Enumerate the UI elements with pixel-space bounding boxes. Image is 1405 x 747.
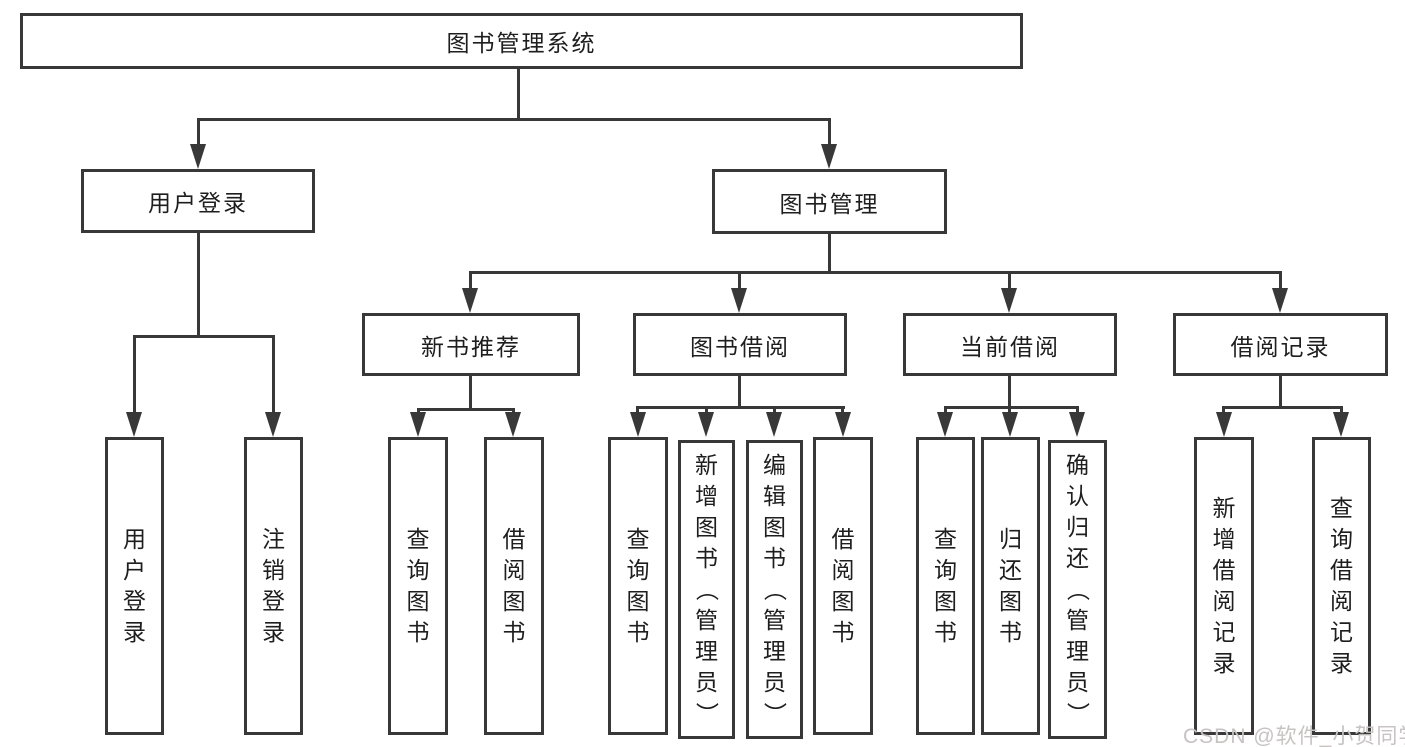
node-box-logout: 注销登录	[244, 437, 303, 735]
connector-line	[197, 118, 200, 146]
watermark: CSDN @软件_小贺同学	[1183, 725, 1405, 747]
node-label-borrow-books: 借阅图书	[831, 526, 855, 645]
arrow-down-icon	[1333, 412, 1349, 437]
connector-line	[133, 335, 275, 338]
node-box-new-book-recommend: 新书推荐	[362, 313, 580, 376]
node-label-book-borrow: 图书借阅	[690, 333, 790, 360]
node-label-confirm-return-admin: 确认归还（管理员）	[1065, 452, 1091, 726]
node-box-query-books-borrow: 查询图书	[608, 437, 668, 735]
connector-line	[841, 406, 844, 412]
node-label-borrow-books-recommend: 借阅图书	[502, 526, 526, 645]
connector-line	[272, 335, 275, 413]
arrow-down-icon	[698, 412, 714, 437]
node-label-query-books-current: 查询图书	[934, 526, 957, 645]
arrow-down-icon	[1001, 288, 1017, 313]
node-box-query-books-current: 查询图书	[916, 437, 975, 735]
arrow-down-icon	[1216, 412, 1232, 437]
arrow-down-icon	[265, 412, 281, 437]
node-label-query-books-recommend: 查询图书	[406, 526, 430, 645]
connector-line	[1008, 271, 1011, 289]
node-box-library-system: 图书管理系统	[20, 13, 1023, 69]
connector-line	[738, 376, 741, 406]
node-box-borrow-books-recommend: 借阅图书	[484, 437, 544, 735]
arrow-down-icon	[1002, 412, 1018, 437]
connector-line	[1222, 406, 1343, 409]
connector-line	[133, 335, 136, 413]
connector-line	[773, 406, 776, 412]
node-label-edit-book-admin: 编辑图书（管理员）	[762, 452, 788, 726]
node-box-confirm-return-admin: 确认归还（管理员）	[1048, 440, 1107, 739]
node-box-user-login: 用户登录	[81, 169, 315, 233]
arrow-down-icon	[731, 288, 747, 313]
connector-line	[944, 406, 947, 412]
node-box-book-borrow: 图书借阅	[633, 313, 847, 376]
node-label-book-management: 图书管理	[779, 190, 880, 217]
node-box-query-borrow-record: 查询借阅记录	[1312, 437, 1371, 735]
arrow-down-icon	[1272, 288, 1288, 313]
connector-line	[738, 271, 741, 289]
connector-line	[469, 271, 472, 289]
connector-line	[197, 118, 831, 121]
connector-line	[417, 408, 515, 411]
node-box-query-books-recommend: 查询图书	[388, 437, 448, 735]
arrow-down-icon	[410, 412, 426, 437]
node-box-return-books: 归还图书	[981, 437, 1040, 735]
connector-line	[705, 406, 708, 412]
arrow-down-icon	[937, 412, 953, 437]
node-label-add-book-admin: 新增图书（管理员）	[694, 452, 720, 726]
connector-line	[1008, 376, 1011, 406]
arrow-down-icon	[835, 412, 851, 437]
arrow-down-icon	[126, 412, 142, 437]
arrow-down-icon	[1069, 412, 1085, 437]
connector-line	[197, 233, 200, 335]
connector-line	[1076, 406, 1079, 412]
connector-line	[944, 406, 1079, 409]
arrow-down-icon	[505, 412, 521, 437]
node-box-current-borrow: 当前借阅	[903, 313, 1117, 376]
connector-line	[1279, 376, 1282, 406]
connector-line	[1222, 406, 1225, 412]
node-box-add-borrow-record: 新增借阅记录	[1194, 437, 1254, 735]
node-box-edit-book-admin: 编辑图书（管理员）	[746, 440, 803, 739]
node-label-user-login: 用户登录	[148, 190, 248, 216]
connector-line	[636, 406, 845, 409]
node-label-user-login-leaf: 用户登录	[123, 526, 146, 645]
arrow-down-icon	[766, 412, 782, 437]
node-label-query-borrow-record: 查询借阅记录	[1330, 495, 1353, 676]
arrow-down-icon	[821, 144, 837, 169]
node-label-logout: 注销登录	[262, 526, 285, 645]
connector-line	[636, 406, 639, 412]
connector-line	[828, 234, 831, 271]
node-label-current-borrow: 当前借阅	[960, 333, 1060, 360]
connector-line	[1340, 406, 1343, 412]
connector-line	[828, 118, 831, 146]
arrow-down-icon	[190, 144, 206, 169]
connector-line	[417, 408, 420, 414]
node-label-new-book-recommend: 新书推荐	[421, 333, 521, 360]
node-label-library-system: 图书管理系统	[446, 30, 597, 56]
node-box-user-login-leaf: 用户登录	[105, 437, 164, 735]
node-box-borrow-records: 借阅记录	[1173, 313, 1388, 376]
arrow-down-icon	[462, 288, 478, 313]
connector-line	[512, 408, 515, 414]
node-label-borrow-records: 借阅记录	[1230, 333, 1331, 360]
node-box-borrow-books: 借阅图书	[813, 437, 873, 735]
connector-line	[469, 271, 1282, 274]
node-label-return-books: 归还图书	[999, 526, 1022, 645]
connector-line	[1008, 406, 1011, 412]
node-label-query-books-borrow: 查询图书	[626, 526, 650, 645]
connector-line	[469, 376, 472, 408]
connector-line	[1279, 271, 1282, 289]
node-box-book-management: 图书管理	[712, 169, 947, 234]
connector-line	[517, 69, 520, 118]
node-label-add-borrow-record: 新增借阅记录	[1212, 495, 1236, 676]
arrow-down-icon	[630, 412, 646, 437]
node-box-add-book-admin: 新增图书（管理员）	[678, 440, 735, 739]
